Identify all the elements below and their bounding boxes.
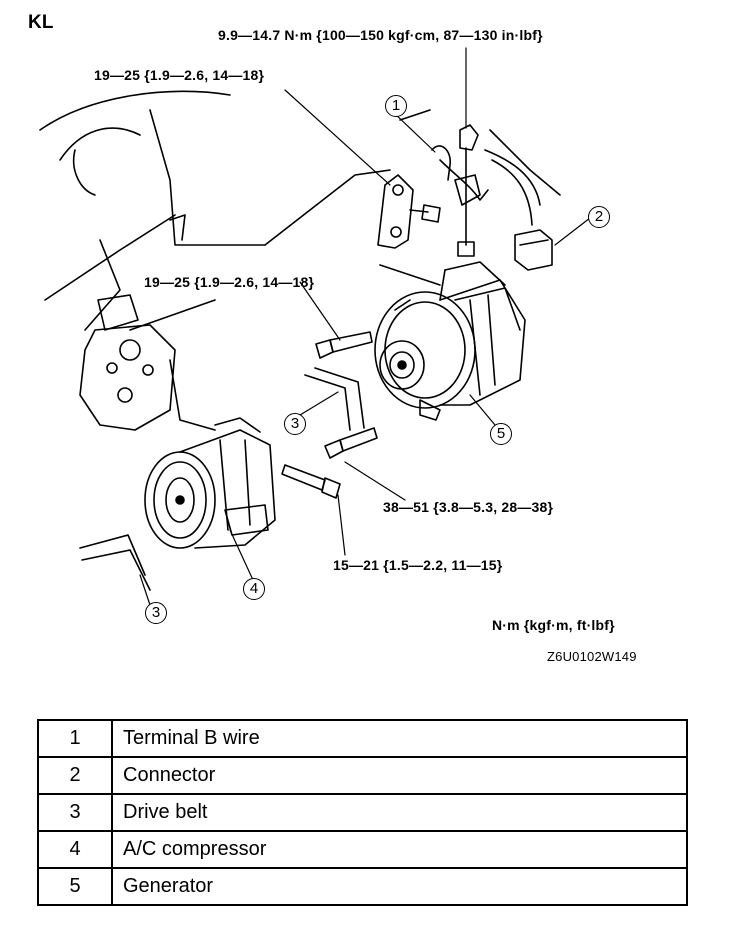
torque-upper-bolt-label: 19—25 {1.9—2.6, 14—18} [144, 274, 315, 290]
compressor-bolt [281, 464, 341, 499]
callout-5: 5 [490, 423, 512, 445]
callout-3-upper: 3 [284, 413, 306, 435]
terminal-b-wire [431, 124, 541, 257]
generator-bracket [377, 174, 441, 286]
engine-code-label: KL [28, 12, 54, 33]
ac-compressor [144, 417, 276, 549]
drive-belt-lower [79, 534, 151, 591]
callout-4: 4 [243, 578, 265, 600]
compressor-bracket [79, 294, 216, 431]
torque-terminal-nut-label: 9.9—14.7 N·m {100—150 kgf·cm, 87—130 in·… [218, 27, 543, 43]
legend-number: 4 [37, 830, 113, 869]
legend-number: 3 [37, 793, 113, 832]
units-note: N·m {kgf·m, ft·lbf} [492, 617, 615, 633]
generator-assembly-diagram [39, 47, 591, 606]
figure-code: Z6U0102W149 [547, 649, 637, 664]
generator [374, 261, 526, 421]
torque-lower-bolt-label: 38—51 {3.8—5.3, 28—38} [383, 499, 554, 515]
legend-description: Connector [111, 756, 688, 795]
callout-2: 2 [588, 206, 610, 228]
torque-bracket-bolt-label: 19—25 {1.9—2.6, 14—18} [94, 67, 265, 83]
legend-number: 2 [37, 756, 113, 795]
torque-compressor-bolt-label: 15—21 {1.5—2.2, 11—15} [333, 557, 503, 573]
legend-number: 1 [37, 719, 113, 758]
legend-description: A/C compressor [111, 830, 688, 869]
engine-block-outline [39, 90, 561, 331]
legend-description: Terminal B wire [111, 719, 688, 758]
connector [514, 229, 553, 271]
legend-number: 5 [37, 867, 113, 906]
drive-belt-upper [304, 367, 365, 431]
callout-3-lower: 3 [145, 602, 167, 624]
callout-1: 1 [385, 95, 407, 117]
legend-description: Drive belt [111, 793, 688, 832]
legend-description: Generator [111, 867, 688, 906]
upper-mounting-bolt [315, 331, 373, 359]
lower-mounting-bolt [324, 427, 378, 459]
leader-lines [139, 47, 591, 606]
